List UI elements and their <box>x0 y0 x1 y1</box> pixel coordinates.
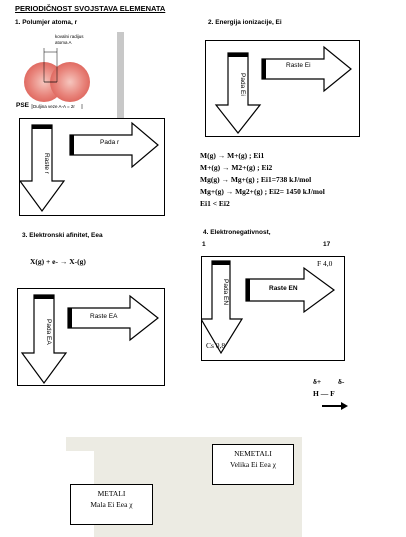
arrow-right-label: Raste EN <box>269 285 298 292</box>
pse-label: PSE <box>16 102 30 109</box>
group-17-label: 17 <box>323 241 331 248</box>
section-4-title: 4. Elektronegativnost, <box>203 229 271 236</box>
trend-box-ionization: Pada Ei Raste Ei <box>205 40 360 137</box>
nonmetal-text: Velika Ei Eea χ <box>229 460 277 469</box>
nonmetal-box: NEMETALI Velika Ei Eea χ <box>212 444 294 485</box>
arrow-down-label: Pada Ei <box>239 73 246 96</box>
equation: Mg(g) → Mg+(g) ; Ei1=738 kJ/mol <box>200 175 312 184</box>
equation: M+(g) → M2+(g) ; Ei2 <box>200 163 273 172</box>
radius-label: kovalni radijus atoma A <box>55 34 84 45</box>
nonmetal-title: NEMETALI <box>234 449 272 458</box>
section-3-title: 3. Elektronski afinitet, Eea <box>22 232 103 239</box>
arrow-down <box>20 294 159 385</box>
cesium-value: Cs 0,8 <box>206 341 226 350</box>
arrow-down-label: Pada EA <box>45 319 52 345</box>
trend-box-electronegativity: Pada EN Raste EN F 4,0 Cs 0,8 <box>201 256 345 361</box>
section-2-title: 2. Energija ionizacije, Ei <box>208 19 282 26</box>
background-band <box>66 437 96 451</box>
trend-box-radius: Raste r Pada r <box>19 118 165 216</box>
equation: Ei1 < Ei2 <box>200 199 230 208</box>
equation: M(g) → M+(g) ; Ei1 <box>200 151 265 160</box>
page-title: PERIODIČNOST SVOJSTAVA ELEMENATA <box>15 4 166 13</box>
dipole-minus: δ- <box>338 377 345 386</box>
metal-box: METALI Mala Ei Eea χ <box>70 484 153 525</box>
equation: Mg+(g) → Mg2+(g) ; Ei2= 1450 kJ/mol <box>200 187 325 196</box>
divider-bar <box>117 32 124 118</box>
arrow-right-label: Pada r <box>100 139 120 146</box>
arrow-right-label: Raste Ei <box>286 62 311 69</box>
arrow-down-label: Pada EN <box>222 279 229 306</box>
metal-text: Mala Ei Eea χ <box>90 500 133 509</box>
arrow-down <box>214 45 352 134</box>
dipole-bond: H — F <box>313 389 335 398</box>
arrow-down-label: Raste r <box>43 153 50 174</box>
trend-box-affinity: Pada EA Raste EA <box>17 288 165 386</box>
arrow-down <box>20 121 159 213</box>
affinity-equation: X(g) + e- → X-(g) <box>30 257 86 266</box>
dipole-plus: δ+ <box>313 377 322 386</box>
fluorine-value: F 4,0 <box>317 259 333 268</box>
arrow-down <box>202 260 336 355</box>
atom-right <box>50 62 90 102</box>
bond-length-label: Duljina veze A-A = 2r <box>33 104 75 109</box>
arrow-right-label: Raste EA <box>90 313 118 320</box>
section-1-title: 1. Polumjer atoma, r <box>15 19 78 26</box>
ionization-equations: M(g) → M+(g) ; Ei1 M+(g) → M2+(g) ; Ei2 … <box>200 150 325 210</box>
group-1-label: 1 <box>202 241 206 248</box>
atom-radius-illustration <box>24 48 90 109</box>
dipole-arrow-icon <box>322 402 348 410</box>
metal-title: METALI <box>97 489 126 498</box>
